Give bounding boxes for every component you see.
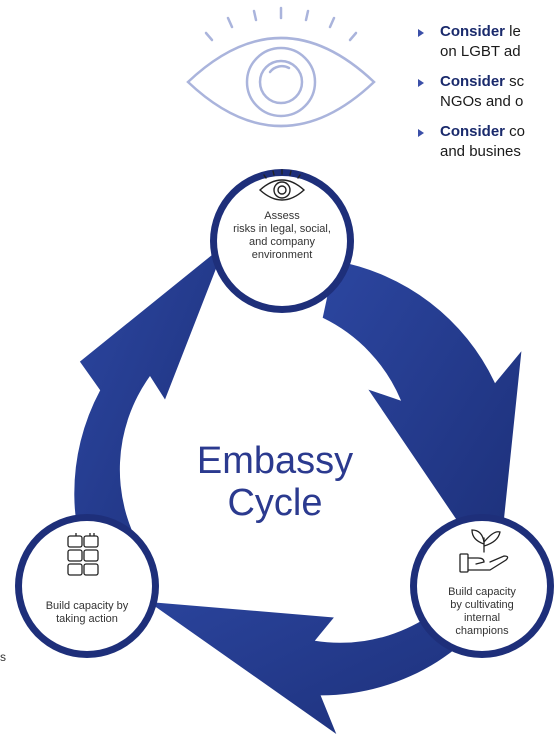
ring-segment-bottom <box>148 557 519 734</box>
cycle-title-line2: Cycle <box>227 482 323 524</box>
large-eye-icon <box>186 6 376 128</box>
node-left <box>15 514 159 658</box>
node-top <box>210 169 354 313</box>
ring-segment-left <box>74 244 226 601</box>
bullet-item: Consider co and busines <box>418 122 554 162</box>
node-right-label: Build capacity by cultivating internal c… <box>432 586 532 638</box>
node-left-label-line: taking action <box>56 613 118 625</box>
bullet-bold: Consider <box>440 23 506 40</box>
bullet-text-line2: and busines <box>440 143 521 160</box>
node-right-label-line: Build capacity <box>448 586 516 598</box>
node-top-label-line: risks in legal, social, <box>233 223 331 235</box>
node-left-label: Build capacity by taking action <box>27 600 147 626</box>
cycle-title: Embassy Cycle <box>150 440 400 524</box>
bullet-item: Consider sc NGOs and o <box>418 72 554 112</box>
cropped-text-fragment: s <box>0 650 6 664</box>
node-top-label-line: Assess <box>264 210 300 222</box>
bullet-text-line2: NGOs and o <box>440 93 524 110</box>
ring-segment-right <box>322 260 522 581</box>
bullet-bold: Consider <box>440 73 506 90</box>
bullet-triangle-icon <box>418 29 424 37</box>
bullet-list: Consider le on LGBT ad Consider sc NGOs … <box>418 22 554 172</box>
eye-icon <box>258 169 306 201</box>
bullet-item: Consider le on LGBT ad <box>418 22 554 62</box>
cycle-ring <box>74 244 522 734</box>
bullet-text: le <box>505 23 521 40</box>
bullet-text-line2: on LGBT ad <box>440 43 521 60</box>
bullet-triangle-icon <box>418 79 424 87</box>
node-right-label-line: by cultivating <box>450 599 514 611</box>
bullet-text: co <box>505 123 526 140</box>
plant-in-hand-icon <box>459 529 509 573</box>
node-top-label: Assess risks in legal, social, and compa… <box>222 210 342 262</box>
node-top-label-line: and company <box>248 236 316 248</box>
node-right <box>410 514 554 658</box>
cycle-title-line1: Embassy <box>196 440 354 482</box>
bullet-bold: Consider <box>440 123 506 140</box>
bullet-text: sc <box>505 73 525 90</box>
hands-together-icon <box>67 533 99 576</box>
node-left-label-line: Build capacity by <box>45 600 129 612</box>
node-right-label-line: champions <box>455 625 509 637</box>
node-top-label-line: environment <box>251 249 313 261</box>
node-right-label-line: internal <box>463 612 501 624</box>
bullet-triangle-icon <box>418 129 424 137</box>
